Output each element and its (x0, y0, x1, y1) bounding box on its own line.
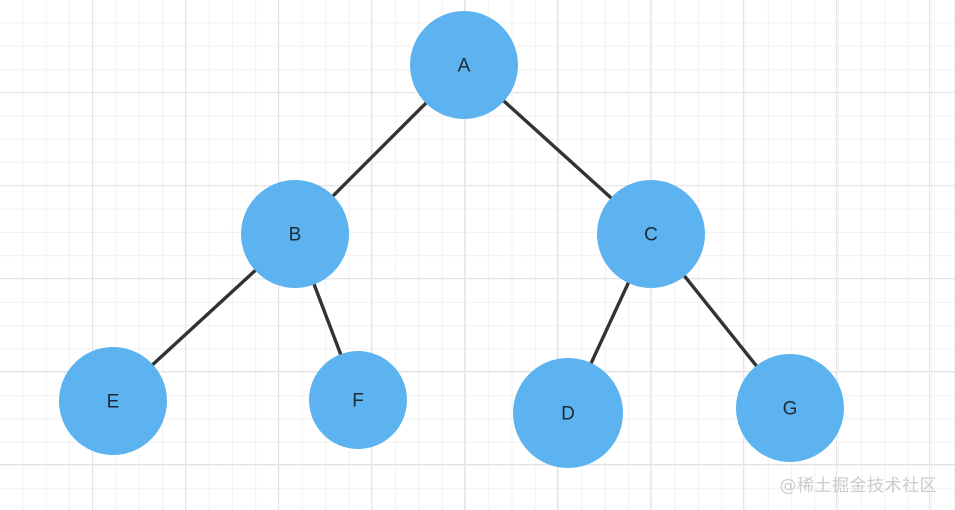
tree-node-a[interactable]: A (410, 11, 518, 119)
tree-edge-a-b (330, 100, 429, 199)
tree-node-g[interactable]: G (736, 354, 844, 462)
tree-node-label-e: E (107, 392, 120, 413)
tree-edge-c-d (588, 280, 631, 366)
tree-node-circle-b[interactable] (241, 180, 349, 288)
tree-edge-a-c (501, 98, 614, 201)
watermark-text: @稀土掘金技术社区 (779, 476, 937, 496)
tree-node-f[interactable]: F (309, 351, 407, 449)
tree-edge-b-f (311, 282, 343, 357)
tree-node-b[interactable]: B (241, 180, 349, 288)
tree-node-label-b: B (289, 225, 302, 246)
tree-node-e[interactable]: E (59, 347, 167, 455)
edge-layer (150, 98, 759, 369)
tree-node-label-g: G (783, 399, 798, 420)
tree-node-label-f: F (352, 391, 364, 412)
tree-node-circle-e[interactable] (59, 347, 167, 455)
tree-edge-c-g (682, 273, 759, 369)
tree-node-circle-f[interactable] (309, 351, 407, 449)
tree-node-label-c: C (644, 225, 658, 246)
tree-node-label-a: A (458, 56, 471, 77)
node-layer: A B C E F D G (59, 11, 844, 468)
tree-edge-b-e (150, 267, 258, 368)
tree-node-label-d: D (561, 404, 575, 425)
tree-node-circle-c[interactable] (597, 180, 705, 288)
tree-node-circle-g[interactable] (736, 354, 844, 462)
tree-node-circle-d[interactable] (513, 358, 623, 468)
tree-node-d[interactable]: D (513, 358, 623, 468)
tree-node-circle-a[interactable] (410, 11, 518, 119)
tree-node-c[interactable]: C (597, 180, 705, 288)
